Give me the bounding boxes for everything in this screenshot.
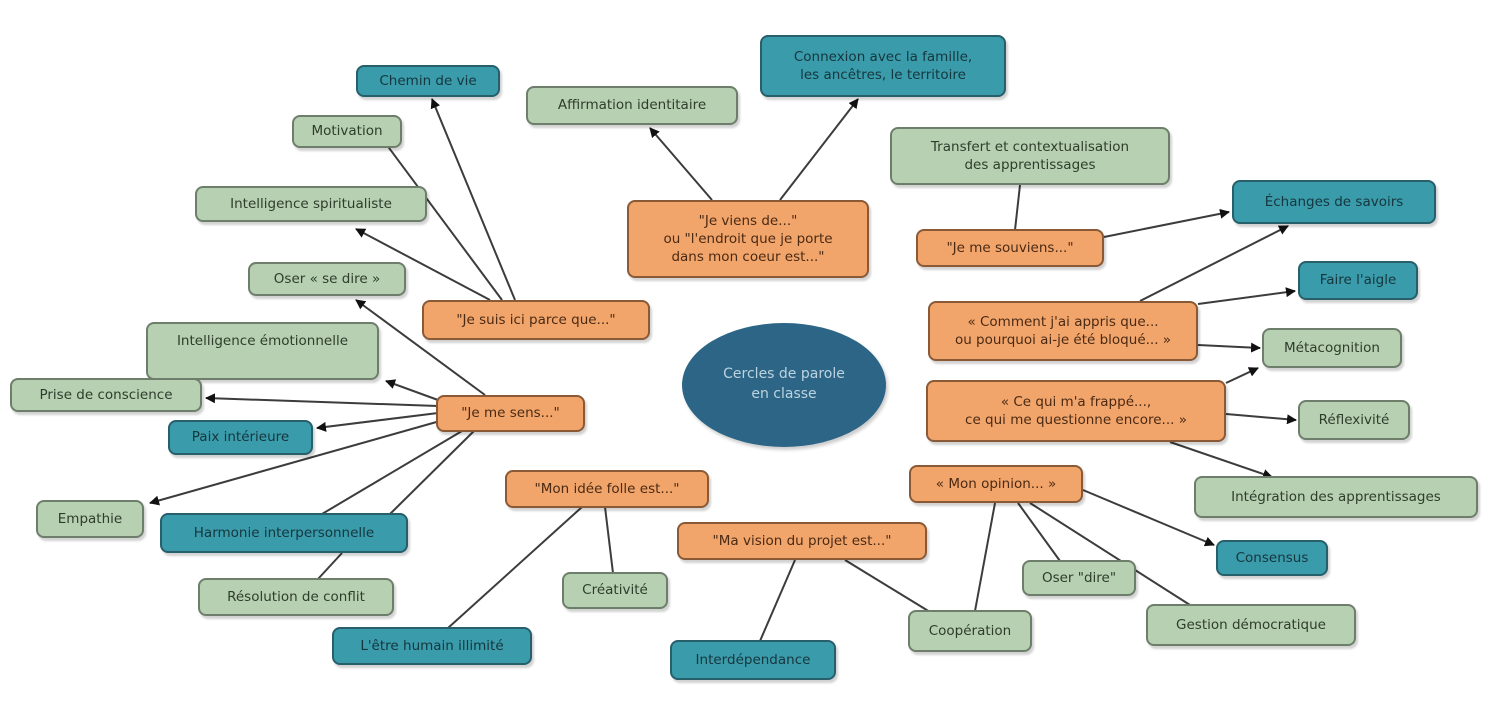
- node-prise-de-conscience[interactable]: Prise de conscience: [10, 378, 202, 412]
- edge: [355, 228, 491, 301]
- node-intelligence-spiritualiste[interactable]: Intelligence spiritualiste: [195, 186, 427, 222]
- edge: [759, 559, 796, 642]
- edge: [355, 299, 486, 396]
- edge: [1225, 413, 1297, 425]
- node-chemin-de-vie[interactable]: Chemin de vie: [356, 65, 500, 97]
- node-integration[interactable]: Intégration des apprentissages: [1194, 476, 1478, 518]
- node-interdependance[interactable]: Interdépendance: [670, 640, 836, 680]
- edge: [844, 559, 931, 613]
- node-oser-se-dire[interactable]: Oser « se dire »: [248, 262, 406, 296]
- central-topic[interactable]: Cercles de parole en classe: [682, 323, 886, 447]
- edge: [1103, 208, 1230, 238]
- node-mon-idee-folle[interactable]: "Mon idée folle est...": [505, 470, 709, 508]
- node-harmonie-interpersonnelle[interactable]: Harmonie interpersonnelle: [160, 513, 408, 553]
- edge: [430, 98, 516, 301]
- node-cooperation[interactable]: Coopération: [908, 610, 1032, 652]
- node-je-me-souviens[interactable]: "Je me souviens...": [916, 229, 1104, 267]
- node-faire-aigle[interactable]: Faire l'aigle: [1298, 261, 1418, 300]
- edge: [974, 502, 996, 612]
- edge: [779, 98, 859, 201]
- node-je-me-sens[interactable]: "Je me sens...": [436, 395, 585, 432]
- node-consensus[interactable]: Consensus: [1216, 540, 1328, 576]
- node-ma-vision[interactable]: "Ma vision du projet est...": [677, 522, 927, 560]
- edge: [1139, 225, 1289, 302]
- edge: [447, 506, 583, 629]
- edge: [1017, 502, 1061, 562]
- node-comment-appris[interactable]: « Comment j'ai appris que... ou pourquoi…: [928, 301, 1198, 361]
- node-connexion-famille[interactable]: Connexion avec la famille, les ancêtres,…: [760, 35, 1006, 97]
- edge: [316, 412, 439, 432]
- node-resolution-de-conflit[interactable]: Résolution de conflit: [198, 578, 394, 616]
- edge: [389, 430, 475, 515]
- node-je-viens-de[interactable]: "Je viens de..." ou "l'endroit que je po…: [627, 200, 869, 278]
- edge: [149, 420, 441, 506]
- node-intelligence-emotionnelle[interactable]: Intelligence émotionnelle: [146, 322, 379, 380]
- node-creativite[interactable]: Créativité: [562, 572, 668, 609]
- node-ce-qui-ma-frappe[interactable]: « Ce qui m'a frappé..., ce qui me questi…: [926, 380, 1226, 442]
- edge: [1029, 502, 1191, 606]
- edge: [385, 379, 439, 401]
- node-metacognition[interactable]: Métacognition: [1262, 328, 1402, 368]
- edge: [1197, 287, 1296, 305]
- edge: [205, 393, 439, 407]
- edge: [371, 124, 503, 301]
- node-transfert[interactable]: Transfert et contextualisation des appre…: [890, 127, 1170, 185]
- edge: [649, 127, 713, 201]
- node-reflexivite[interactable]: Réflexivité: [1298, 400, 1410, 440]
- node-affirmation-identitaire[interactable]: Affirmation identitaire: [526, 86, 738, 125]
- node-mon-opinion[interactable]: « Mon opinion... »: [909, 465, 1083, 503]
- edge: [1082, 489, 1215, 547]
- edge: [1014, 184, 1021, 231]
- node-empathie[interactable]: Empathie: [36, 500, 144, 538]
- edge: [1169, 441, 1273, 479]
- node-motivation[interactable]: Motivation: [292, 115, 402, 148]
- node-paix-interieure[interactable]: Paix intérieure: [168, 420, 313, 455]
- node-echanges-de-savoirs[interactable]: Échanges de savoirs: [1232, 180, 1436, 224]
- edge: [604, 506, 614, 574]
- node-je-suis-ici[interactable]: "Je suis ici parce que...": [422, 300, 650, 340]
- node-gestion-democratique[interactable]: Gestion démocratique: [1146, 604, 1356, 646]
- edge: [1225, 367, 1259, 384]
- node-oser-dire[interactable]: Oser "dire": [1022, 560, 1136, 596]
- edge: [1197, 342, 1261, 353]
- edge: [317, 552, 343, 580]
- edge: [321, 430, 463, 515]
- node-etre-humain-illimite[interactable]: L'être humain illimité: [332, 627, 532, 665]
